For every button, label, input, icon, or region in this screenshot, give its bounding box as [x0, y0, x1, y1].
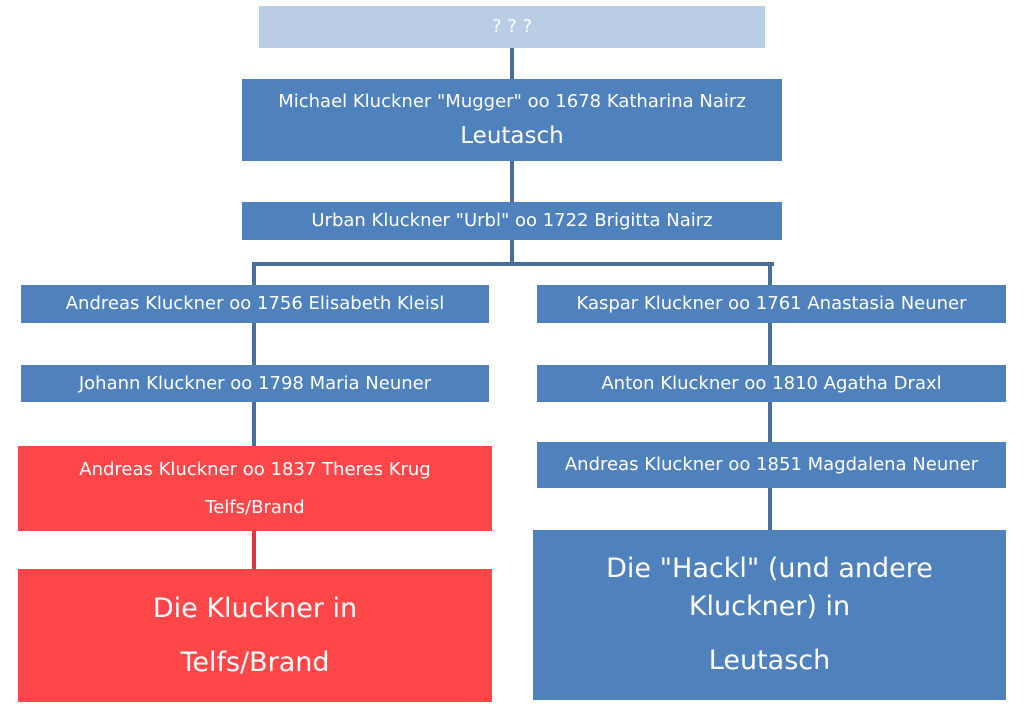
- node-left-gen5-couple: Andreas Kluckner oo 1837 Theres Krug: [79, 458, 431, 480]
- summary-left-line2: Telfs/Brand: [180, 646, 330, 678]
- summary-right-line3: Leutasch: [708, 645, 831, 676]
- node-left-gen5-place: Telfs/Brand: [205, 496, 305, 518]
- connector-branch-horizontal: [252, 262, 774, 266]
- node-left-gen4-johann: Johann Kluckner oo 1798 Maria Neuner: [21, 365, 489, 402]
- connector-branch-right: [768, 262, 772, 285]
- node-right-gen4-anton: Anton Kluckner oo 1810 Agatha Draxl: [537, 365, 1006, 402]
- node-right-gen4-couple: Anton Kluckner oo 1810 Agatha Draxl: [601, 372, 942, 394]
- connector-branch-left: [252, 262, 256, 285]
- connector-gen2-branch: [510, 240, 514, 264]
- connector-gen1-gen2: [510, 161, 514, 202]
- node-root-unknown: ? ? ?: [259, 6, 765, 48]
- summary-right-leutasch: Die "Hackl" (und andere Kluckner) in Leu…: [533, 530, 1006, 700]
- connector-right-gen5-summary: [768, 488, 772, 530]
- node-gen1-place: Leutasch: [460, 123, 564, 149]
- node-gen1-couple: Michael Kluckner "Mugger" oo 1678 Kathar…: [278, 91, 746, 112]
- connector-left-gen5-summary: [252, 531, 256, 569]
- node-right-gen5-andreas: Andreas Kluckner oo 1851 Magdalena Neune…: [537, 442, 1006, 488]
- node-gen2-couple: Urban Kluckner "Urbl" oo 1722 Brigitta N…: [311, 210, 713, 231]
- node-left-gen3-couple: Andreas Kluckner oo 1756 Elisabeth Kleis…: [65, 293, 445, 314]
- node-right-gen3-couple: Kaspar Kluckner oo 1761 Anastasia Neuner: [576, 293, 967, 314]
- node-left-gen4-couple: Johann Kluckner oo 1798 Maria Neuner: [78, 372, 432, 394]
- node-left-gen3-andreas: Andreas Kluckner oo 1756 Elisabeth Kleis…: [21, 285, 489, 323]
- connector-left-gen3-gen4: [252, 323, 256, 365]
- connector-left-gen4-gen5: [252, 402, 256, 446]
- node-gen1-michael: Michael Kluckner "Mugger" oo 1678 Kathar…: [242, 79, 782, 161]
- connector-right-gen4-gen5: [768, 402, 772, 442]
- summary-left-telfs-brand: Die Kluckner in Telfs/Brand: [18, 569, 492, 702]
- node-right-gen3-kaspar: Kaspar Kluckner oo 1761 Anastasia Neuner: [537, 285, 1006, 323]
- summary-right-line2: Kluckner) in: [688, 591, 851, 622]
- node-right-gen5-couple: Andreas Kluckner oo 1851 Magdalena Neune…: [564, 454, 979, 475]
- node-gen2-urban: Urban Kluckner "Urbl" oo 1722 Brigitta N…: [242, 202, 782, 240]
- connector-right-gen3-gen4: [768, 323, 772, 365]
- summary-right-line1: Die "Hackl" (und andere: [606, 553, 933, 584]
- summary-left-line1: Die Kluckner in: [152, 592, 358, 624]
- connector-root-gen1: [510, 48, 514, 79]
- node-left-gen5-andreas: Andreas Kluckner oo 1837 Theres Krug Tel…: [18, 446, 492, 531]
- node-root-label: ? ? ?: [491, 16, 533, 37]
